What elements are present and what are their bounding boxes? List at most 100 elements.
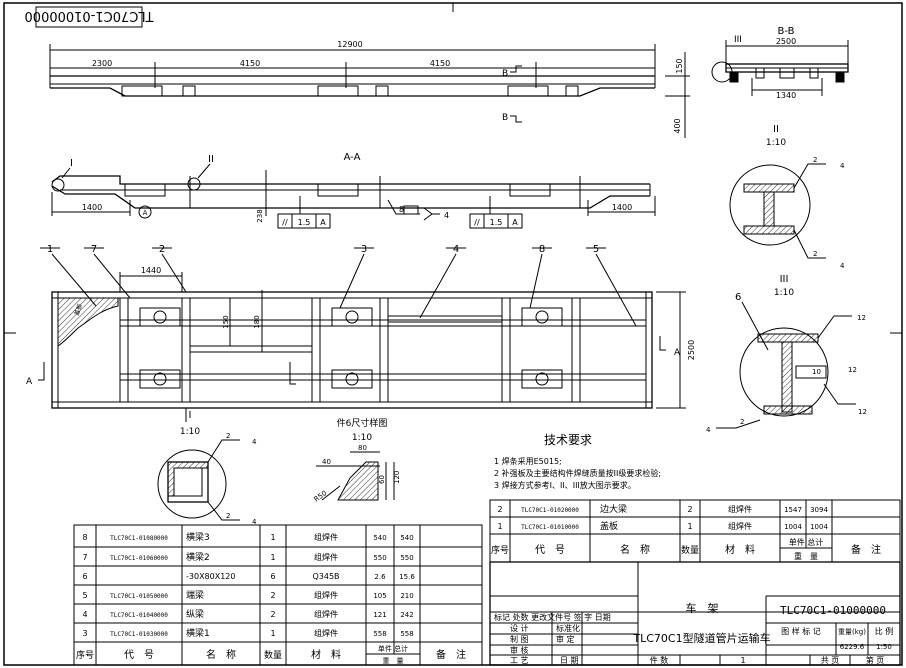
detail-ii (729, 163, 826, 259)
bom-lower-r1-qty: 1 (270, 533, 275, 542)
bom-upper-r2-no: 1 (497, 522, 502, 531)
detail-i-weld-a: 2 (226, 432, 230, 440)
bom-lower-r3-unit: 2.6 (374, 573, 386, 581)
part6-dim-40: 40 (322, 458, 331, 466)
bom-lower-r6-total: 558 (400, 630, 413, 638)
tb-standardizer: 标准化 (556, 623, 580, 633)
tb-label-mark: 图 样 标 记 (781, 626, 821, 636)
bom-lower-r5-unit: 121 (373, 611, 386, 619)
plan-part-8: 8 (539, 244, 545, 255)
detail-iii-weld-d: 2 (740, 418, 744, 426)
revision-header: 标记 处数 更改文件号 签 字 日期 (494, 612, 611, 622)
section-aa-tol1-ref: A (320, 218, 326, 227)
section-aa-tol2-sym: // (474, 218, 480, 227)
bom-lower-h-qty: 数量 (264, 649, 282, 661)
bom-lower-r4-name: 端梁 (186, 589, 204, 601)
tech-requirement-3: 3 焊接方式参考I、II、III放大图示要求。 (494, 480, 636, 490)
side-section-mark-bottom: B (502, 113, 508, 123)
tb-checker: 审 核 (510, 645, 529, 655)
bom-lower-r5-no: 4 (82, 610, 87, 619)
tb-label-scale: 比 例 (875, 626, 894, 636)
detail-i (157, 439, 240, 521)
bom-lower-r6-unit: 558 (373, 630, 386, 638)
section-aa-tol2-ref: A (512, 218, 518, 227)
side-section-mark-top: B (502, 69, 508, 79)
detail-i-weld-a2: 2 (226, 512, 230, 520)
detail-iii (716, 301, 856, 429)
bom-upper-r2-qty: 1 (687, 522, 692, 531)
tb-label-page: 第 页 (866, 655, 885, 665)
side-view (49, 44, 690, 138)
part6-dim-80: 80 (358, 444, 367, 452)
section-aa-datum: A (143, 209, 148, 217)
bom-lower-r2-total: 550 (400, 554, 413, 562)
bom-lower-r3-qty: 6 (270, 572, 275, 581)
bom-lower-r4-no: 5 (82, 591, 87, 600)
bom-lower-r6-qty: 1 (270, 629, 275, 638)
detail-i-weld-b: 4 (252, 438, 257, 446)
bom-upper-r2-material: 组焊件 (728, 521, 752, 531)
bom-upper-r1-material: 组焊件 (728, 504, 752, 514)
bom-upper-h-weight-bottom: 重 量 (794, 551, 818, 561)
tb-drafter: 制 图 (510, 634, 529, 644)
detail-ii-title: II (773, 124, 779, 135)
section-aa-tol2-val: 1.5 (490, 218, 503, 227)
plan-view (38, 247, 686, 422)
bom-lower-r6-name: 横梁1 (186, 627, 210, 639)
bom-lower-h-material: 材 料 (311, 648, 341, 661)
plan-part-3: 3 (361, 244, 367, 255)
section-aa-weld-num: 4 (444, 211, 449, 220)
plan-part-1: 1 (47, 244, 53, 255)
bom-lower-r2-name: 横梁2 (186, 551, 210, 563)
detail-ii-weld-b2: 4 (840, 262, 845, 270)
plan-dim-1440: 1440 (141, 266, 161, 275)
detail-iii-weld-b: 10 (812, 368, 821, 376)
bom-lower-r6-material: 组焊件 (314, 628, 338, 638)
detail-ii-weld-a2: 2 (813, 250, 817, 258)
tb-process: 工 艺 (510, 656, 529, 665)
tb-count: 1 (740, 656, 745, 665)
plan-part-7: 7 (91, 244, 97, 255)
detail-ii-weld-a: 2 (813, 156, 817, 164)
plan-hatch-label: 盖板 (72, 303, 84, 317)
tb-drawing-number: TLC70C1-01000000 (780, 604, 886, 617)
bom-lower-r4-qty: 2 (270, 591, 275, 600)
bom-lower-r5-total: 242 (400, 611, 413, 619)
bom-lower-r4-unit: 105 (373, 592, 386, 600)
bom-upper-r2-code: TLC70C1-01010000 (521, 524, 579, 531)
bom-upper-h-code: 代 号 (535, 544, 565, 556)
bom-lower-h-name: 名 称 (206, 648, 236, 661)
detail-iii-title: III (780, 274, 789, 285)
plan-part-2: 2 (159, 244, 165, 255)
detail-i-scale: 1:10 (180, 427, 200, 437)
bom-lower-r4-code: TLC70C1-01050000 (110, 593, 168, 600)
bom-lower-r2-no: 7 (82, 553, 87, 562)
bom-upper-rows: 2 TLC70C1-01020000 边大梁 2 组焊件 1547 3094 1… (491, 503, 881, 561)
bom-lower-r1-no: 8 (82, 533, 87, 542)
section-bb-detail-ref: III (734, 35, 742, 45)
bom-lower-h-weight-bottom: 重 量 (383, 657, 404, 665)
bom-upper-h-material: 材 料 (725, 543, 755, 556)
plan-part-5: 5 (593, 244, 599, 255)
bom-lower-r5-qty: 2 (270, 610, 275, 619)
bom-lower-h-note: 备 注 (436, 648, 466, 661)
bom-lower-r2-unit: 550 (373, 554, 386, 562)
bom-upper-r1-total: 3094 (810, 506, 828, 514)
tb-reviewer: 审 定 (556, 634, 575, 644)
section-aa-height-dim: 238 (256, 209, 264, 222)
bom-lower-r5-material: 组焊件 (314, 609, 338, 619)
detail-iii-weld-a2: 12 (848, 366, 857, 374)
bom-upper-h-weight-top: 单件 总计 (789, 537, 824, 547)
bom-upper-h-no: 序号 (491, 544, 509, 556)
side-height2-dim: 400 (673, 118, 682, 133)
plan-section-left: A (26, 377, 33, 387)
tb-label-weight: 重量(kg) (838, 628, 866, 636)
bom-lower-r4-total: 210 (400, 592, 413, 600)
detail-ii-scale: 1:10 (766, 138, 786, 148)
bom-lower-r4-material: 组焊件 (314, 590, 338, 600)
detail-iii-part: 6 (735, 292, 741, 303)
bom-upper-h-qty: 数量 (681, 544, 699, 556)
bom-upper-r2-unit: 1004 (784, 523, 802, 531)
bom-lower-r2-qty: 1 (270, 553, 275, 562)
